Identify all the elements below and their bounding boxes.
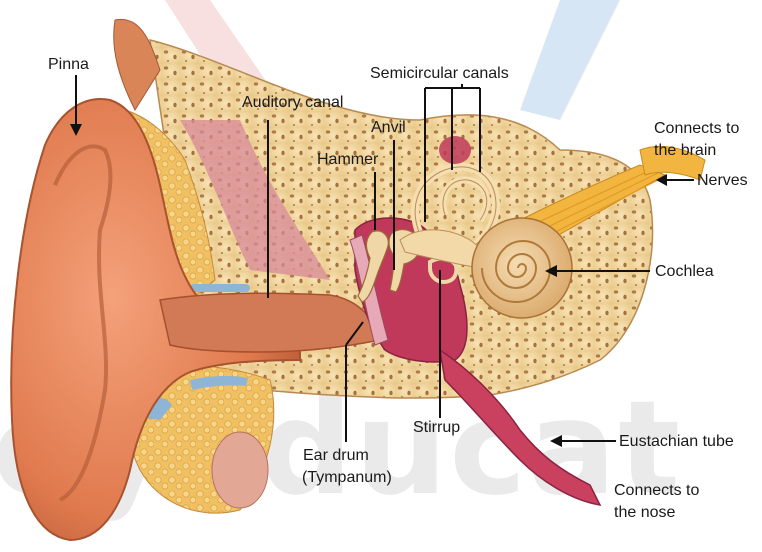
label-connects-brain-1: Connects to	[654, 119, 739, 139]
label-semicircular-canals: Semicircular canals	[370, 64, 509, 84]
tissue-fringe	[114, 19, 160, 110]
label-connects-nose-1: Connects to	[614, 481, 699, 501]
label-cochlea: Cochlea	[655, 262, 714, 282]
cartilage-2	[190, 284, 250, 292]
label-connects-brain-2: the brain	[654, 141, 716, 161]
background-swoosh-blue	[520, 0, 620, 120]
label-eustachian-tube: Eustachian tube	[619, 432, 734, 452]
label-auditory-canal: Auditory canal	[242, 93, 343, 113]
label-pinna: Pinna	[48, 55, 89, 75]
label-connects-nose-2: the nose	[614, 503, 675, 523]
label-ear-drum-2: (Tympanum)	[302, 468, 392, 488]
label-ear-drum-1: Ear drum	[303, 446, 369, 466]
vestibule-dark	[439, 136, 471, 164]
label-stirrup: Stirrup	[413, 418, 460, 438]
label-hammer: Hammer	[317, 150, 378, 170]
label-anvil: Anvil	[371, 118, 406, 138]
gland-tissue	[212, 432, 268, 508]
label-nerves: Nerves	[697, 171, 748, 191]
